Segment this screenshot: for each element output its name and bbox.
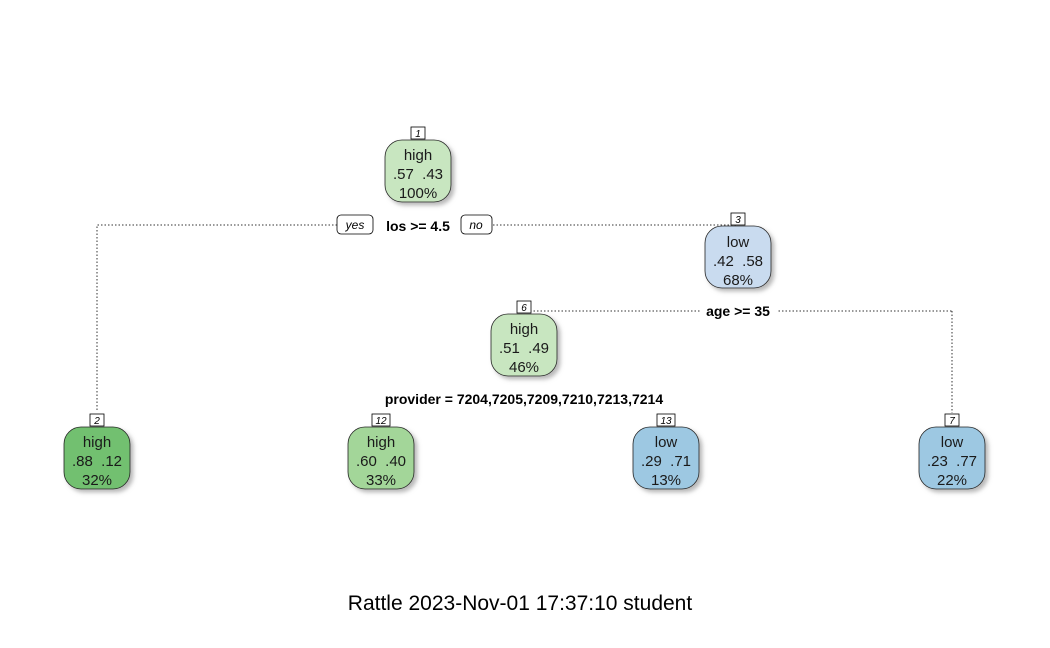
node-box — [384, 139, 452, 203]
node-number-box — [730, 212, 746, 226]
tree-node-3: 3 low .42 .58 68% — [704, 212, 772, 289]
node-number: 12 — [375, 416, 387, 427]
node-number-box — [944, 413, 960, 427]
node-number-box — [89, 413, 105, 427]
split-1: yes los >= 4.5 no — [336, 214, 493, 235]
node-box — [632, 426, 700, 490]
node-box — [63, 426, 131, 490]
edge-1-2 — [96, 224, 337, 410]
node-number-box — [516, 300, 532, 314]
node-box — [347, 426, 415, 490]
split-rule-provider: provider = 7204,7205,7209,7210,7213,7214 — [385, 391, 663, 407]
node-probabilities: .60 .40 — [356, 453, 406, 470]
tree-node-7: 7 low .23 .77 22% — [918, 413, 986, 490]
node-probabilities: .23 .77 — [927, 453, 977, 470]
node-number: 1 — [415, 129, 421, 140]
no-label: no — [469, 218, 483, 232]
node-class-label: high — [404, 147, 432, 164]
node-probabilities: .42 .58 — [713, 253, 763, 270]
footer-caption: Rattle 2023-Nov-01 17:37:10 student — [348, 592, 693, 615]
node-box — [490, 313, 558, 377]
node-number: 13 — [660, 416, 672, 427]
tree-node-12: 12 high .60 .40 33% — [347, 413, 415, 490]
node-probabilities: .88 .12 — [72, 453, 122, 470]
node-class-label: low — [727, 234, 750, 251]
node-probabilities: .29 .71 — [641, 453, 691, 470]
node-number: 6 — [521, 303, 527, 314]
tree-node-13: 13 low .29 .71 13% — [632, 413, 700, 490]
node-percent: 68% — [723, 272, 753, 289]
tree-node-6: 6 high .51 .49 46% — [490, 300, 558, 377]
split-label-bg — [700, 303, 778, 320]
node-number-box — [656, 413, 676, 427]
node-class-label: high — [83, 434, 111, 451]
node-percent: 100% — [399, 185, 437, 202]
node-class-label: low — [941, 434, 964, 451]
node-class-label: low — [655, 434, 678, 451]
node-probabilities: .51 .49 — [499, 340, 549, 357]
node-box — [704, 225, 772, 289]
node-class-label: high — [367, 434, 395, 451]
node-number: 3 — [735, 215, 741, 226]
tree-node-2: 2 high .88 .12 32% — [63, 413, 131, 490]
node-number-box — [410, 126, 426, 140]
split-rule-age: age >= 35 — [706, 303, 770, 319]
node-class-label: high — [510, 321, 538, 338]
yes-label: yes — [345, 218, 365, 232]
split-rule-los: los >= 4.5 — [386, 218, 450, 234]
node-number: 7 — [949, 416, 955, 427]
node-percent: 22% — [937, 472, 967, 489]
node-probabilities: .57 .43 — [393, 166, 443, 183]
node-percent: 32% — [82, 472, 112, 489]
node-box — [918, 426, 986, 490]
tree-node-1: 1 high .57 .43 100% — [384, 126, 452, 203]
node-percent: 13% — [651, 472, 681, 489]
no-label-box — [460, 214, 493, 235]
edge-1-3 — [493, 214, 739, 226]
node-percent: 33% — [366, 472, 396, 489]
node-number-box — [371, 413, 391, 427]
yes-label-box — [336, 214, 374, 235]
node-number: 2 — [93, 416, 100, 427]
node-percent: 46% — [509, 359, 539, 376]
